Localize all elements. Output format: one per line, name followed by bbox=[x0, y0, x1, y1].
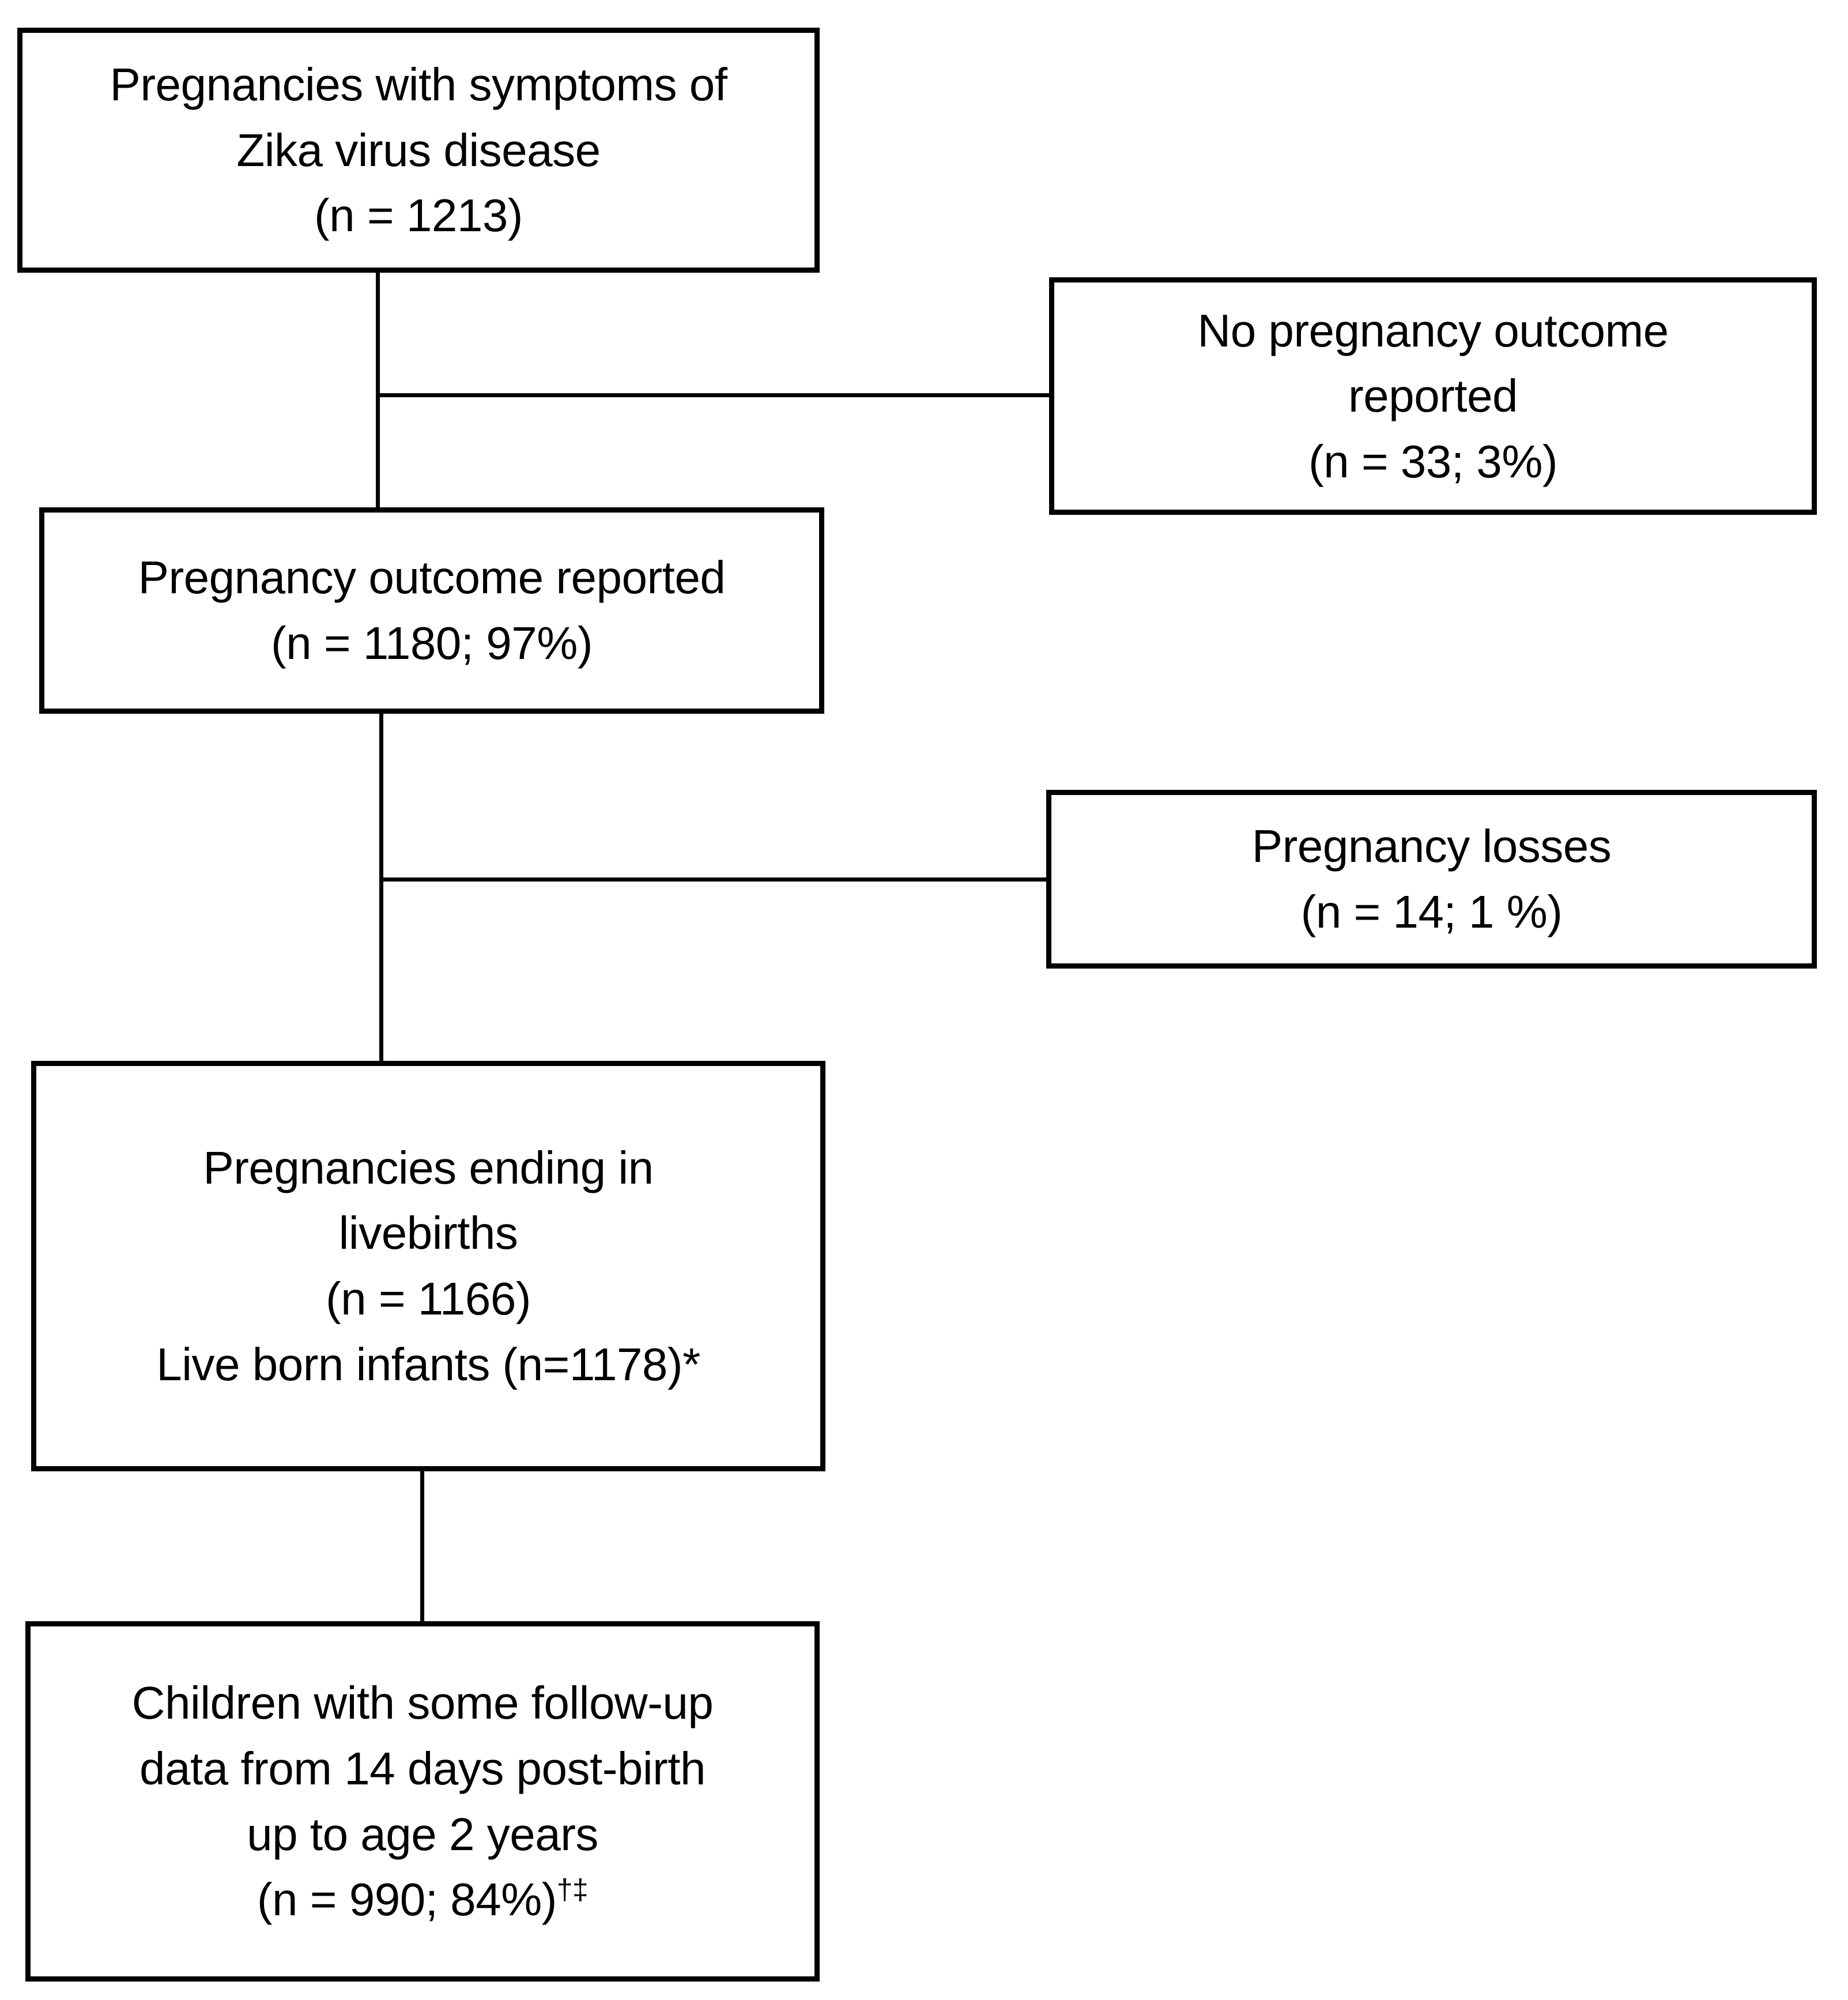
node-line: (n = 1166) bbox=[326, 1273, 531, 1324]
connector-outcome-to-losses bbox=[379, 877, 1049, 882]
node-line: (n = 14; 1 %) bbox=[1300, 886, 1563, 937]
node-line: Pregnancies with symptoms of bbox=[110, 59, 727, 111]
node-line: up to age 2 years bbox=[247, 1808, 598, 1860]
node-pregnancies-with-symptoms: Pregnancies with symptoms of Zika virus … bbox=[17, 28, 820, 273]
node-line: Pregnancy outcome reported bbox=[138, 552, 726, 604]
node-line: data from 14 days post-birth bbox=[139, 1742, 706, 1794]
connector-outcome-down bbox=[379, 714, 383, 881]
node-children-with-follow-up-data: Children with some follow-up data from 1… bbox=[25, 1621, 820, 1982]
node-line: reported bbox=[1348, 370, 1518, 422]
connector-symptoms-to-outcome bbox=[376, 393, 380, 510]
node-line: Children with some follow-up bbox=[131, 1677, 714, 1729]
node-line-text: (n = 990; 84%) bbox=[257, 1874, 557, 1926]
connector-symptoms-to-no-outcome bbox=[376, 393, 1051, 397]
node-pregnancy-losses: Pregnancy losses (n = 14; 1 %) bbox=[1046, 790, 1817, 969]
node-line: Live born infants (n=1178)* bbox=[156, 1338, 700, 1390]
node-pregnancy-outcome-reported: Pregnancy outcome reported (n = 1180; 97… bbox=[39, 507, 824, 714]
connector-outcome-to-livebirths bbox=[379, 877, 383, 1063]
node-line: No pregnancy outcome bbox=[1197, 304, 1669, 356]
node-line-with-footnote: (n = 990; 84%)†‡ bbox=[257, 1867, 589, 1933]
connector-livebirths-to-followup bbox=[420, 1471, 424, 1624]
node-line: Zika virus disease bbox=[236, 124, 601, 176]
node-pregnancies-ending-in-livebirths: Pregnancies ending in livebirths (n = 11… bbox=[31, 1061, 825, 1471]
footnote-marker: †‡ bbox=[556, 1873, 589, 1906]
node-line: Pregnancies ending in bbox=[203, 1142, 654, 1193]
connector-symptoms-down bbox=[376, 273, 380, 395]
node-no-pregnancy-outcome-reported: No pregnancy outcome reported (n = 33; 3… bbox=[1049, 277, 1817, 515]
node-line: (n = 1180; 97%) bbox=[270, 617, 593, 669]
node-line: livebirths bbox=[338, 1207, 518, 1259]
node-line: (n = 1213) bbox=[314, 190, 523, 242]
node-line: (n = 33; 3%) bbox=[1308, 435, 1558, 487]
node-line: Pregnancy losses bbox=[1251, 820, 1612, 872]
